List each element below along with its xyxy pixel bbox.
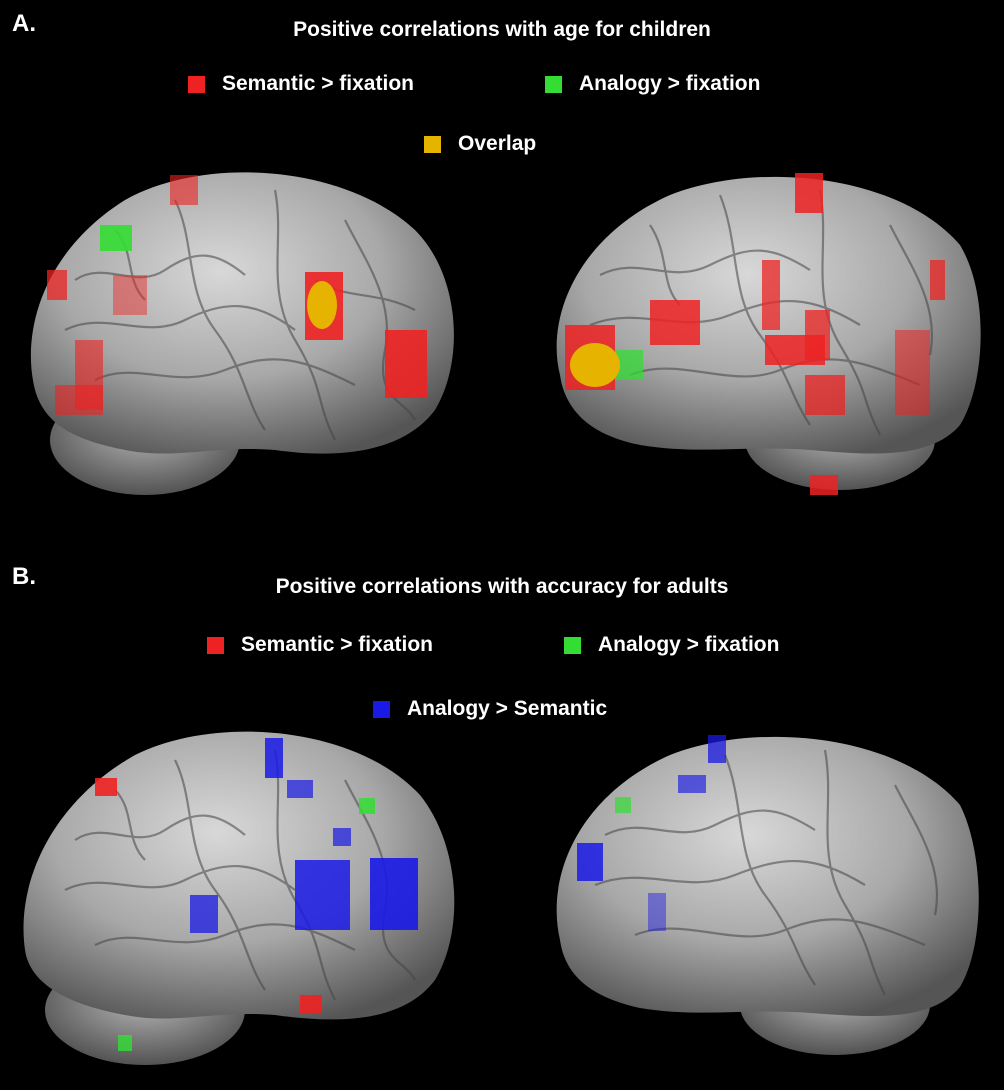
activation-clusters	[95, 738, 418, 1051]
panel-a: A. Positive correlations with age for ch…	[12, 10, 981, 495]
legend-item-overlap: Overlap	[424, 132, 536, 156]
activation-semantic	[895, 330, 930, 415]
brain-sulci	[594, 749, 939, 996]
activation-analogy	[118, 1035, 132, 1051]
activation-semantic	[795, 173, 823, 213]
legend-swatch-analogy	[564, 636, 581, 654]
activation-analogy-semantic	[577, 843, 603, 881]
panel-letter-a: A.	[12, 10, 36, 37]
legend-swatch-analogy	[545, 75, 562, 93]
activation-analogy-semantic	[333, 828, 351, 846]
activation-clusters	[577, 735, 726, 931]
activation-semantic	[113, 275, 147, 315]
activation-analogy	[100, 225, 132, 251]
activation-semantic	[810, 475, 838, 495]
legend-swatch-semantic	[188, 75, 205, 93]
legend-item-semantic: Semantic > fixation	[188, 72, 414, 96]
legend-item-analogy-semantic: Analogy > Semantic	[373, 697, 607, 721]
brain-left-hemisphere-a	[30, 172, 454, 495]
activation-semantic	[170, 175, 198, 205]
legend-item-analogy: Analogy > fixation	[564, 633, 779, 657]
activation-analogy	[359, 798, 375, 814]
activation-semantic	[805, 310, 830, 360]
brain-right-hemisphere-b	[556, 735, 979, 1055]
activation-analogy-semantic	[265, 738, 283, 778]
legend-label: Analogy > fixation	[579, 72, 761, 95]
panel-a-title: Positive correlations with age for child…	[293, 18, 711, 41]
brain-surface	[30, 172, 454, 454]
legend-label: Semantic > fixation	[222, 72, 414, 95]
panel-b-title: Positive correlations with accuracy for …	[275, 575, 729, 598]
activation-analogy-semantic	[708, 735, 726, 763]
activation-semantic	[55, 385, 103, 415]
brain-surface	[556, 736, 979, 1017]
activation-semantic	[762, 260, 780, 330]
legend-item-analogy: Analogy > fixation	[545, 72, 760, 96]
legend-swatch-analogy-semantic	[373, 700, 390, 718]
legend-label: Analogy > fixation	[598, 633, 780, 656]
activation-semantic	[805, 375, 845, 415]
brain-sulci	[64, 749, 416, 1001]
activation-analogy-semantic	[287, 780, 313, 798]
activation-semantic	[47, 270, 67, 300]
legend-swatch-semantic	[207, 636, 224, 654]
activation-analogy-semantic	[190, 895, 218, 933]
legend-label: Overlap	[458, 132, 537, 155]
activation-analogy-semantic	[648, 893, 666, 931]
activation-semantic	[95, 778, 117, 796]
legend-item-semantic: Semantic > fixation	[207, 633, 433, 657]
legend-swatch-overlap	[424, 135, 441, 153]
activation-semantic	[930, 260, 945, 300]
activation-semantic	[300, 995, 322, 1013]
activation-semantic	[650, 300, 700, 345]
brain-right-hemisphere-a	[556, 173, 981, 495]
panel-letter-b: B.	[12, 563, 36, 590]
legend-label: Analogy > Semantic	[407, 697, 608, 720]
brain-sulci	[589, 189, 934, 436]
legend-label: Semantic > fixation	[241, 633, 433, 656]
panel-b: B. Positive correlations with accuracy f…	[0, 545, 1004, 1090]
activation-overlap	[307, 281, 337, 329]
activation-semantic	[385, 330, 427, 398]
activation-analogy-semantic	[678, 775, 706, 793]
activation-overlap	[570, 343, 620, 387]
brain-left-hemisphere-b	[23, 731, 455, 1065]
activation-analogy-semantic	[295, 860, 350, 930]
activation-analogy-semantic	[370, 858, 418, 930]
brain-surface	[23, 731, 455, 1020]
activation-analogy	[615, 797, 631, 813]
activation-clusters	[47, 175, 427, 415]
activation-clusters	[565, 173, 945, 495]
